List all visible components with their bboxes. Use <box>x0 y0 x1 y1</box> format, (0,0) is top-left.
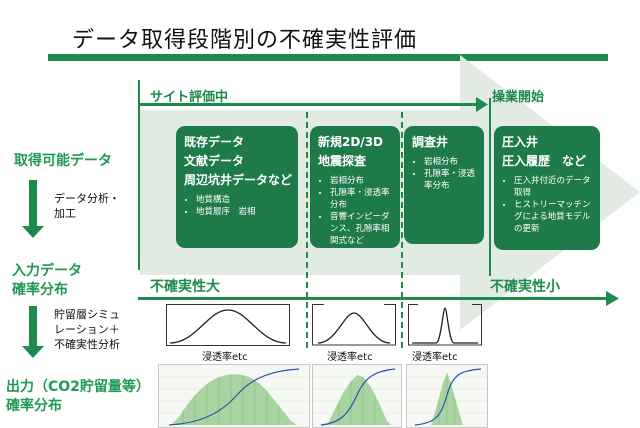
box3-bullet-1: 岩相分布 <box>424 156 476 168</box>
existing-data-box: 既存データ 文献データ 周辺坑井データなど 地質構造 地質層序 岩相 <box>176 126 298 248</box>
site-evaluation-arrow-icon <box>476 97 488 112</box>
output-distribution-chart-1 <box>158 364 310 428</box>
uncertainty-high-label: 不確実性大 <box>150 279 220 295</box>
box2-heading-1: 新規2D/3D <box>318 135 384 149</box>
simulation-line-1: 貯留層シミュ <box>54 308 120 321</box>
box4-heading-1: 圧入井 <box>502 135 539 149</box>
output-distribution-chart-2 <box>312 364 402 428</box>
box1-heading-1: 既存データ <box>184 135 245 149</box>
uncertainty-arrow-shaft <box>138 297 610 300</box>
box3-bullets: 岩相分布 孔隙率・浸透率分布 <box>412 156 476 192</box>
distribution-label-1: 浸透率etc <box>202 352 248 363</box>
operation-start-label: 操業開始 <box>492 90 545 105</box>
uncertainty-low-label: 不確実性小 <box>490 279 560 295</box>
timeline-start-line <box>138 80 140 270</box>
box1-bullet-2: 地質層序 岩相 <box>196 206 290 218</box>
box3-bullet-2: 孔隙率・浸透率分布 <box>424 168 476 192</box>
box2-bullets: 岩相分布 孔隙率・浸透率分布 音響インピーダンス、孔隙率相関式など <box>318 175 392 247</box>
page-title: データ取得段階別の不確実性評価 <box>72 28 418 53</box>
data-analysis-line-1: データ分析・ <box>54 192 120 205</box>
box1-bullets: 地質構造 地質層序 岩相 <box>184 194 290 218</box>
box2-bullet-1: 岩相分布 <box>330 175 392 187</box>
medium-distribution-curve <box>312 304 396 346</box>
injection-well-box: 圧入井 圧入履歴 など 圧入井付近のデータ取得 ヒストリーマッチングによる地質モ… <box>494 126 600 250</box>
box1-heading-3: 周辺坑井データなど <box>184 173 293 187</box>
box2-bullet-3: 音響インピーダンス、孔隙率相関式など <box>330 211 392 247</box>
stage-separator-2 <box>401 112 403 348</box>
box1-bullet-1: 地質構造 <box>196 194 290 206</box>
box2-bullet-2: 孔隙率・浸透率分布 <box>330 187 392 211</box>
data-analysis-note: データ分析・ 加工 <box>54 191 120 221</box>
box1-heading-2: 文献データ <box>184 154 245 168</box>
site-evaluation-label: サイト評価中 <box>150 90 229 105</box>
simulation-line-3: 不確実性分析 <box>54 338 120 351</box>
simulation-line-2: レーション＋ <box>54 323 120 336</box>
simulation-note: 貯留層シミュ レーション＋ 不確実性分析 <box>54 307 120 352</box>
wide-distribution-curve <box>166 304 290 346</box>
uncertainty-arrow-icon <box>606 291 619 306</box>
survey-well-box: 調査井 岩相分布 孔隙率・浸透率分布 <box>404 126 484 244</box>
site-evaluation-arrow-shaft <box>138 103 480 106</box>
box3-heading-1: 調査井 <box>412 135 449 149</box>
down-arrow-2-icon <box>22 346 44 358</box>
box4-bullets: 圧入井付近のデータ取得 ヒストリーマッチングによる地質モデルの更新 <box>502 175 592 235</box>
output-label: 出力（CO2貯留量等） 確率分布 <box>6 378 150 416</box>
narrow-distribution-curve <box>408 304 482 346</box>
distribution-label-3: 浸透率etc <box>412 352 458 363</box>
down-arrow-1-icon <box>22 226 44 238</box>
output-line-2: 確率分布 <box>6 398 62 414</box>
operation-start-line <box>489 98 491 276</box>
distribution-label-2: 浸透率etc <box>327 352 373 363</box>
input-data-line-2: 確率分布 <box>12 282 68 298</box>
data-analysis-line-2: 加工 <box>54 207 76 220</box>
down-arrow-1-shaft <box>29 180 37 226</box>
box2-heading-2: 地震探査 <box>318 154 367 168</box>
output-line-1: 出力（CO2貯留量等） <box>6 379 150 395</box>
output-distribution-chart-3 <box>406 364 488 428</box>
seismic-survey-box: 新規2D/3D 地震探査 岩相分布 孔隙率・浸透率分布 音響インピーダンス、孔隙… <box>310 126 400 248</box>
input-data-label: 入力データ 確率分布 <box>12 262 82 300</box>
down-arrow-2-shaft <box>29 306 37 346</box>
box4-bullet-1: 圧入井付近のデータ取得 <box>514 175 592 199</box>
stage-separator-1 <box>306 112 308 348</box>
box4-heading-2: 圧入履歴 など <box>502 154 587 168</box>
input-data-line-1: 入力データ <box>12 263 82 279</box>
box4-bullet-2: ヒストリーマッチングによる地質モデルの更新 <box>514 199 592 235</box>
acquirable-data-label: 取得可能データ <box>14 153 112 169</box>
title-underline <box>48 54 608 61</box>
